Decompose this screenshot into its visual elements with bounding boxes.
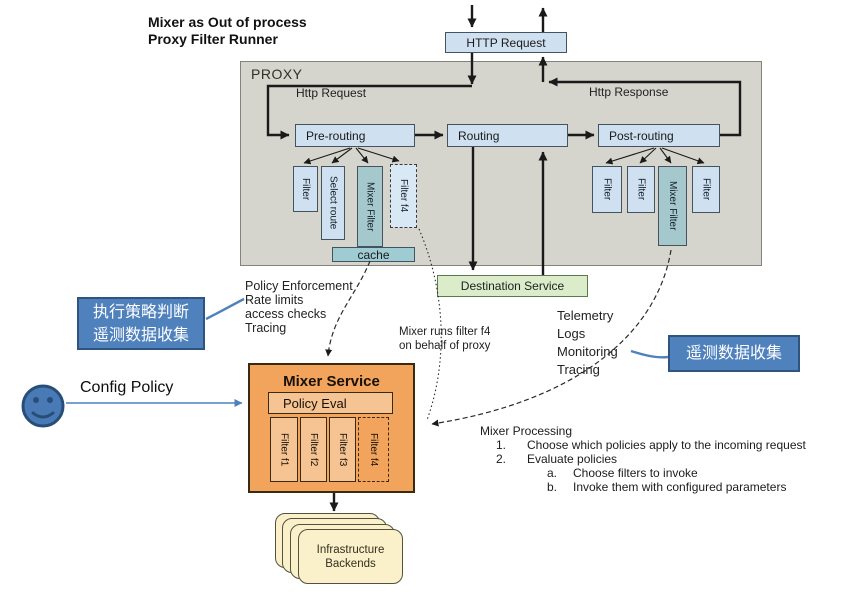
mixer-runs-note: Mixer runs filter f4 on behalf of proxy	[399, 325, 490, 353]
telemetry-note-line: Logs	[557, 326, 586, 341]
title-line2: Proxy Filter Runner	[148, 31, 278, 47]
proxy-label: PROXY	[251, 66, 303, 82]
policy-callout-line1: 执行策略判断	[92, 303, 189, 321]
infrastructure-backends-card: Infrastructure Backends	[298, 529, 403, 584]
mixer-filter-box-post: Mixer Filter	[658, 166, 687, 246]
infrastructure-backends-label: Infrastructure Backends	[299, 530, 402, 583]
mixer-processing-subitem: a. Choose filters to invoke	[547, 466, 806, 480]
item-text: Choose which policies apply to the incom…	[527, 438, 806, 452]
mixer-filter-f1-box: Filter f1	[270, 417, 298, 482]
item-marker: 2.	[496, 452, 507, 466]
subitem-marker: b.	[547, 480, 558, 494]
mixer-processing-item: 1. Choose which policies apply to the in…	[496, 438, 806, 452]
mixer-filter-f2-label: Filter f2	[308, 432, 319, 467]
title-line1: Mixer as Out of process	[148, 14, 307, 30]
mixer-filter-f2-box: Filter f2	[300, 417, 327, 482]
mixer-processing-heading: Mixer Processing	[480, 424, 573, 438]
http-response-flow-label: Http Response	[589, 85, 669, 99]
mixer-filter-f1-label: Filter f1	[278, 432, 290, 467]
policy-callout: 执行策略判断 遥测数据收集	[77, 297, 205, 350]
cache-box: cache	[332, 247, 415, 262]
telemetry-note-line: Tracing	[557, 362, 600, 377]
mixer-filter-box-pre: Mixer Filter	[357, 166, 383, 247]
infra-line1: Infrastructure	[316, 543, 385, 556]
post-filter-label-2: Filter	[635, 178, 647, 201]
mixer-filter-f4-box: Filter f4	[358, 417, 389, 482]
mixer-processing-item: 2. Evaluate policies	[496, 452, 806, 466]
filter-f4-box-pre: Filter f4	[390, 164, 417, 228]
mixer-runs-line2: on behalf of proxy	[399, 340, 491, 352]
policy-note-line: Tracing	[245, 321, 287, 335]
post-routing-stage: Post-routing	[598, 124, 720, 147]
policy-note-line: Policy Enforcement	[245, 279, 353, 293]
subitem-text: Choose filters to invoke	[573, 466, 698, 480]
item-marker: 1.	[496, 438, 507, 452]
telemetry-note-line: Monitoring	[557, 344, 618, 359]
item-text: Evaluate policies	[527, 452, 618, 466]
subitem-marker: a.	[547, 466, 558, 480]
policy-callout-line2: 遥测数据收集	[92, 326, 189, 344]
post-filter-box-3: Filter	[692, 166, 720, 213]
post-filter-label-3: Filter	[700, 178, 712, 201]
mixer-processing-list: Mixer Processing 1. Choose which policie…	[480, 424, 806, 494]
mixer-filter-f4-label: Filter f4	[368, 432, 379, 467]
post-filter-box-2: Filter	[627, 166, 655, 213]
mixer-runs-line1: Mixer runs filter f4	[399, 326, 491, 338]
config-policy-label: Config Policy	[80, 379, 174, 396]
policy-eval-box: Policy Eval	[268, 392, 393, 414]
policy-note-line: Rate limits	[245, 293, 304, 307]
http-request-box: HTTP Request	[445, 32, 567, 53]
mixer-service-title: Mixer Service	[283, 373, 380, 390]
page-title: Mixer as Out of process Proxy Filter Run…	[148, 14, 307, 48]
policy-note-line: access checks	[245, 307, 327, 321]
pre-filter-box: Filter	[293, 166, 318, 212]
policy-enforcement-note: Policy Enforcement Rate limits access ch…	[245, 279, 353, 335]
subitem-text: Invoke them with configured parameters	[573, 480, 787, 494]
mixer-filter-label-pre: Mixer Filter	[364, 181, 376, 232]
routing-stage: Routing	[447, 124, 568, 147]
pre-routing-stage: Pre-routing	[295, 124, 415, 147]
telemetry-note: Telemetry Logs Monitoring Tracing	[557, 307, 618, 379]
mixer-processing-subitem: b. Invoke them with configured parameter…	[547, 480, 806, 494]
destination-service-box: Destination Service	[437, 275, 588, 297]
infra-line2: Backends	[325, 557, 376, 570]
post-filter-label-1: Filter	[601, 178, 613, 201]
filter-f4-label-pre: Filter f4	[398, 179, 409, 213]
telemetry-note-line: Telemetry	[557, 308, 614, 323]
select-route-filter-label: Select route	[327, 176, 339, 230]
select-route-filter-box: Select route	[321, 166, 345, 240]
mixer-filter-label-post: Mixer Filter	[667, 181, 678, 231]
mixer-filter-f3-box: Filter f3	[329, 417, 356, 482]
http-request-flow-label: Http Request	[296, 86, 367, 100]
telemetry-callout: 遥测数据收集	[668, 335, 800, 372]
post-filter-box-1: Filter	[592, 166, 622, 213]
pre-filter-label: Filter	[300, 177, 311, 201]
smiley-face-icon	[21, 384, 65, 428]
mixer-filter-f3-label: Filter f3	[337, 432, 348, 467]
